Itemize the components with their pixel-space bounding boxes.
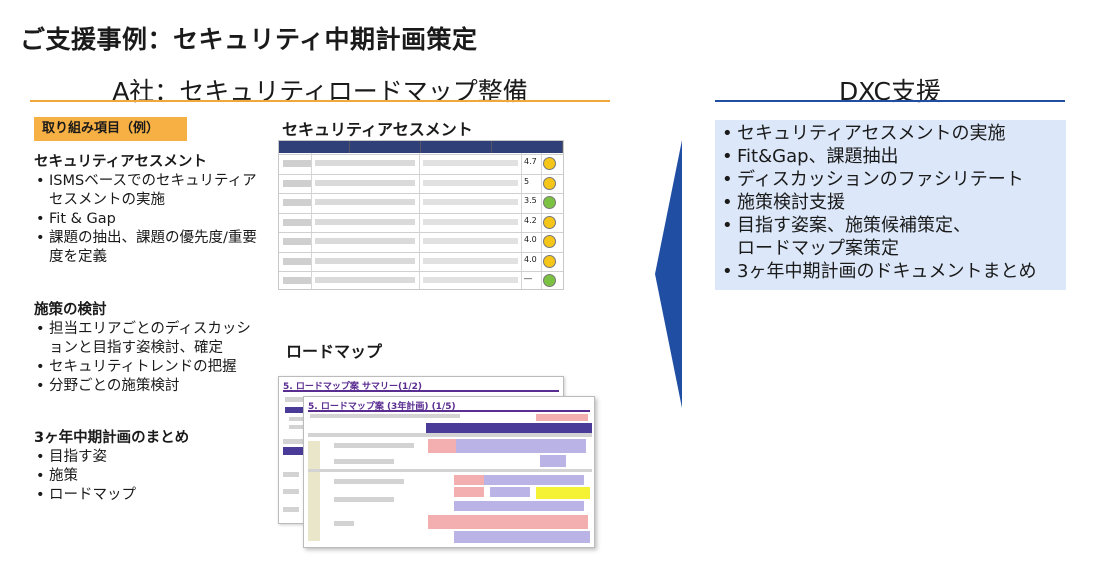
dxc-item: セキュリティアセスメントの実施: [721, 122, 1060, 145]
dxc-underline: [715, 100, 1065, 102]
smiley-face-icon: [543, 254, 556, 268]
list-item: 分野ごとの施策検討: [34, 377, 262, 396]
score-value: 4.2: [524, 215, 537, 225]
section-heading: 施策の検討: [34, 302, 107, 318]
section-heading: 3ヶ年中期計画のまとめ: [34, 430, 190, 446]
page-title: ご支援事例：セキュリティ中期計画策定: [20, 25, 478, 54]
table-header: [279, 141, 563, 153]
table-row: 3.5: [279, 193, 563, 212]
roadmap-3year-heading: 5. ロードマップ案 (3年計画) (1/5): [308, 402, 456, 412]
score-value: ―: [524, 274, 532, 283]
list-item: 担当エリアごとのディスカッションと目指す姿検討、確定: [34, 320, 262, 358]
dxc-title: DXC支援: [838, 77, 941, 106]
assessment-title: セキュリティアセスメント: [282, 120, 473, 139]
list-item: Fit & Gap: [34, 210, 259, 229]
score-value: 4.7: [524, 157, 537, 166]
score-value: 4.0: [524, 235, 537, 244]
dxc-item: ディスカッションのファシリテート: [721, 168, 1060, 191]
roadmap-title: ロードマップ: [286, 342, 383, 361]
smiley-face-icon: [543, 274, 556, 287]
initiatives-badge: 取り組み項目（例）: [34, 117, 187, 141]
smiley-face-icon: [543, 235, 556, 248]
score-value: 5: [524, 176, 530, 186]
dxc-item: 施策検討支援: [721, 191, 1060, 214]
roadmap-summary-heading: 5. ロードマップ案 サマリー(1/2): [283, 382, 422, 392]
table-row: 4.0: [279, 251, 563, 271]
section-measures: 施策の検討 担当エリアごとのディスカッションと目指す姿検討、確定 セキュリティト…: [34, 301, 262, 396]
section-midterm-plan: 3ヶ年中期計画のまとめ 目指す姿 施策 ロードマップ: [34, 429, 259, 505]
dxc-item: 3ヶ年中期計画のドキュメントまとめ: [721, 260, 1060, 283]
dxc-support-box: セキュリティアセスメントの実施 Fit&Gap、課題抽出 ディスカッションのファ…: [715, 120, 1066, 290]
list-item: ISMSベースでのセキュリティアセスメントの実施: [34, 172, 259, 210]
section-assessment: セキュリティアセスメント ISMSベースでのセキュリティアセスメントの実施 Fi…: [34, 153, 259, 267]
score-value: 3.5: [524, 196, 537, 205]
section-heading: セキュリティアセスメント: [34, 154, 207, 170]
list-item: 目指す姿: [34, 448, 259, 467]
list-item: セキュリティトレンドの把握: [34, 358, 262, 377]
table-row: 4.0: [279, 232, 563, 251]
list-item: ロードマップ: [34, 486, 259, 505]
dxc-item: ロードマップ案策定: [737, 238, 899, 259]
roadmap-3year-slide: 5. ロードマップ案 (3年計画) (1/5): [303, 396, 595, 548]
dxc-item: 目指す姿案、施策候補策定、: [721, 214, 1060, 237]
subtitle-underline: [30, 100, 610, 102]
smiley-face-icon: [543, 157, 556, 170]
score-value: 4.0: [524, 254, 537, 264]
list-item: 課題の抽出、課題の優先度/重要度を定義: [34, 229, 259, 267]
table-row: 4.7: [279, 154, 563, 173]
smiley-face-icon: [543, 176, 556, 190]
dxc-item: Fit&Gap、課題抽出: [721, 145, 1060, 168]
smiley-face-icon: [543, 196, 556, 209]
triangle-arrow-icon: [655, 140, 682, 408]
assessment-table-thumbnail: 4.7 5 3.5 4.2 4.0 4.0 ―: [278, 140, 564, 290]
list-item: 施策: [34, 467, 259, 486]
table-row: 5: [279, 173, 563, 193]
smiley-face-icon: [543, 215, 556, 229]
case-subtitle: A社：セキュリティロードマップ整備: [112, 77, 528, 106]
table-row: ―: [279, 271, 563, 289]
table-row: 4.2: [279, 212, 563, 232]
